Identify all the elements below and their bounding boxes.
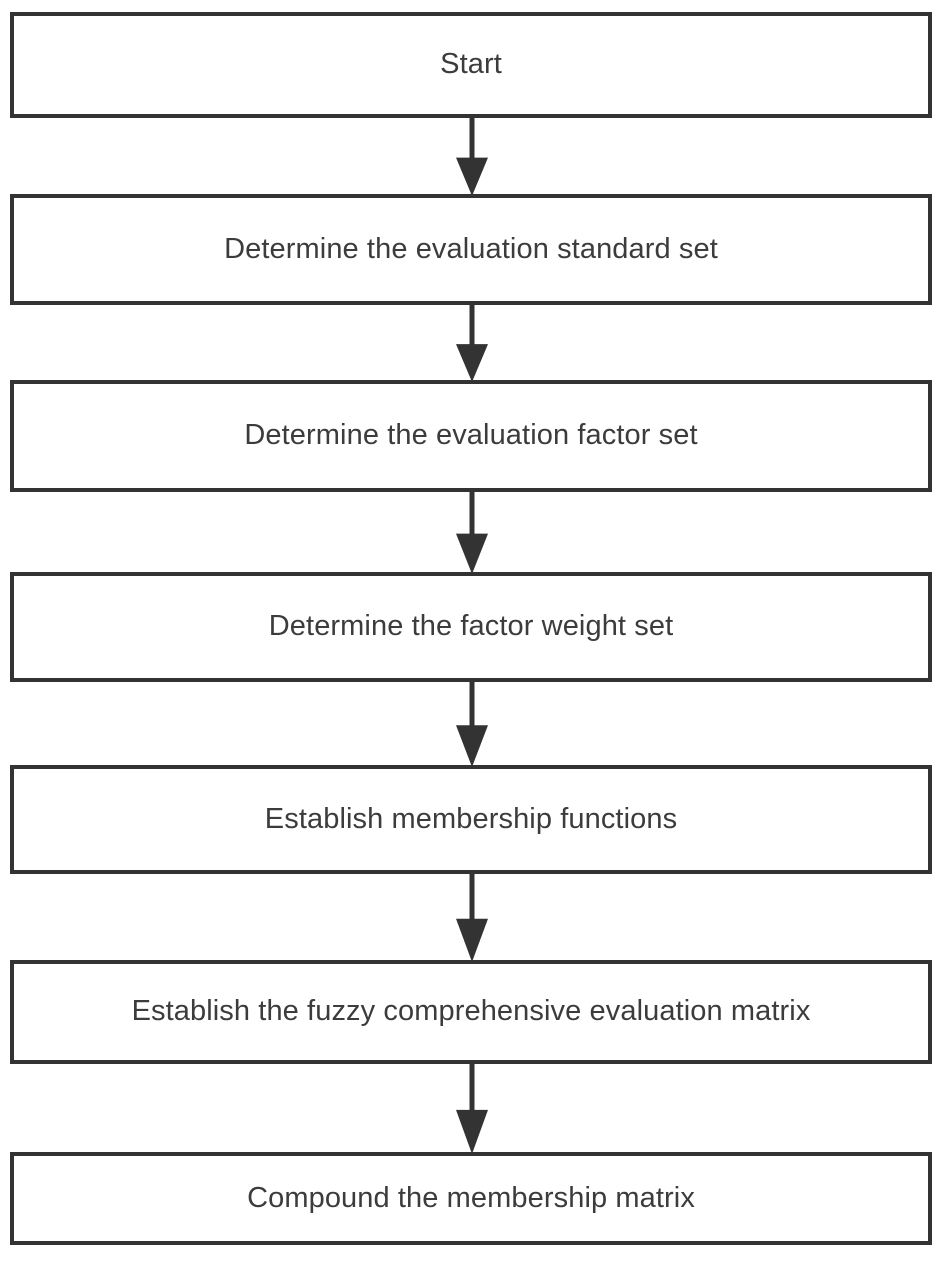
flow-node-start[interactable]: Start (10, 12, 932, 118)
flow-connector-arrow-down (449, 872, 495, 962)
flow-node-label: Determine the evaluation standard set (224, 232, 718, 265)
flow-node-label: Compound the membership matrix (247, 1181, 695, 1214)
flow-node-determine-factor-weight-set[interactable]: Determine the factor weight set (10, 572, 932, 682)
flow-node-determine-evaluation-factor-set[interactable]: Determine the evaluation factor set (10, 380, 932, 492)
flow-node-label: Start (440, 48, 502, 81)
flow-node-label: Establish membership functions (264, 802, 678, 835)
flow-connector-arrow-down (449, 303, 495, 382)
flow-node-compound-membership-matrix[interactable]: Compound the membership matrix (10, 1152, 932, 1245)
flow-connector-arrow-down (449, 1062, 495, 1154)
flow-connector-arrow-down (449, 490, 495, 574)
flow-node-label: Determine the factor weight set (268, 610, 674, 643)
flow-node-establish-membership-functions[interactable]: Establish membership functions (10, 765, 932, 874)
flow-node-determine-evaluation-standard-set[interactable]: Determine the evaluation standard set (10, 194, 932, 305)
flow-connector-arrow-down (449, 680, 495, 767)
flow-connector-arrow-down (449, 116, 495, 196)
flow-node-label: Determine the evaluation factor set (244, 419, 698, 452)
flow-node-label: Establish the fuzzy comprehensive evalua… (131, 995, 811, 1028)
flow-node-establish-fuzzy-comprehensive-evaluation-matrix[interactable]: Establish the fuzzy comprehensive evalua… (10, 960, 932, 1064)
